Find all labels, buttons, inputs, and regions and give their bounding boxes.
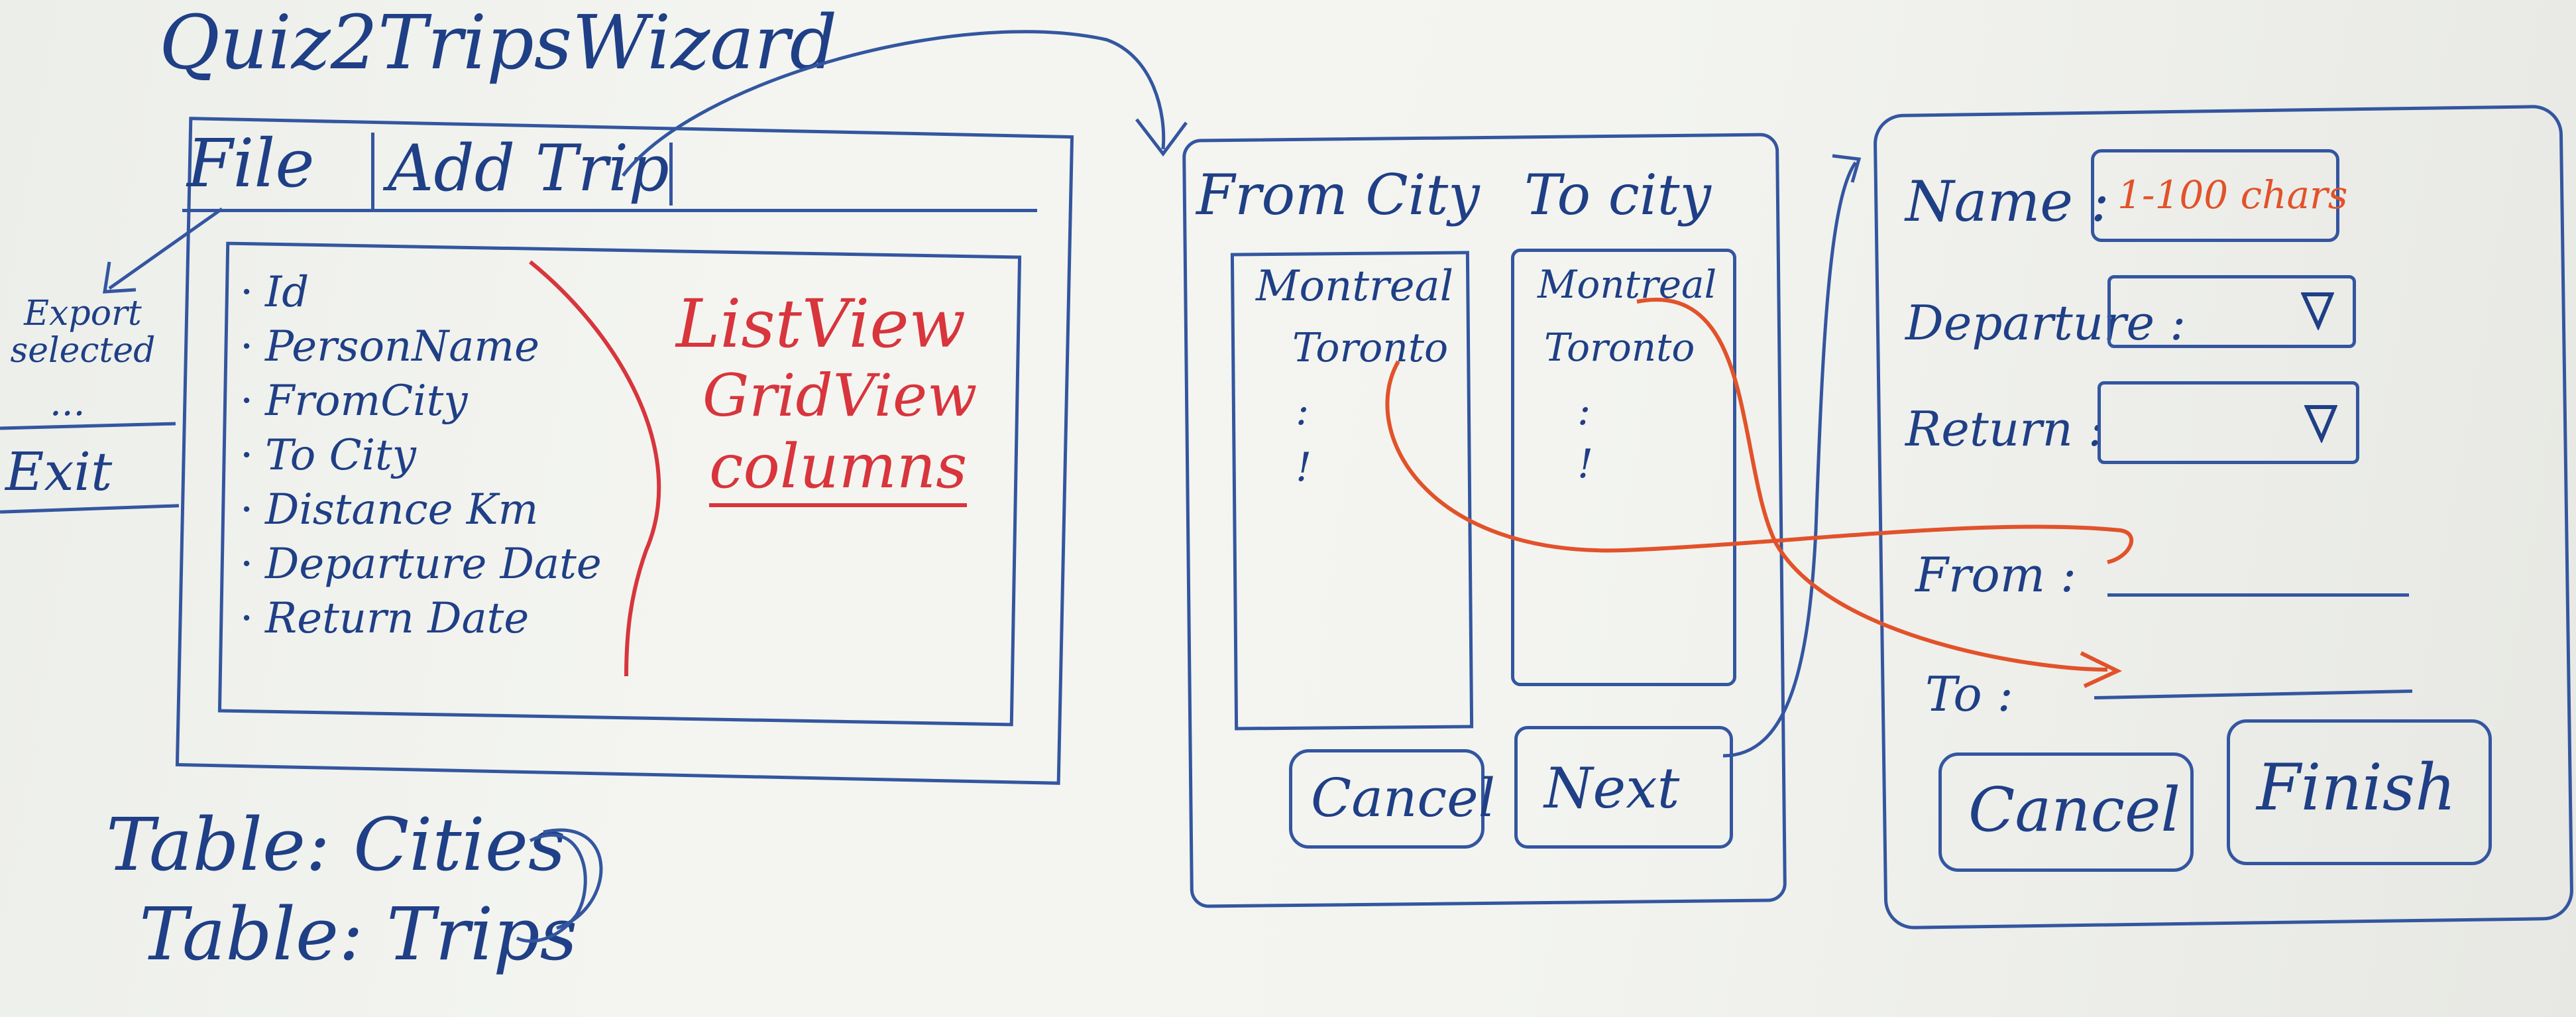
from-city-item[interactable]: Toronto (1292, 325, 1449, 371)
menu-exit[interactable]: Exit (5, 441, 113, 503)
next-button[interactable]: Next (1514, 726, 1733, 849)
return-label: Return : (1905, 401, 2105, 457)
dropdown-triangle-icon (2304, 405, 2337, 443)
arrowhead-icon (1135, 118, 1188, 157)
field-item: To City (240, 428, 602, 483)
field-item: FromCity (240, 374, 602, 428)
menu-separator-bottom (0, 504, 180, 514)
arrowhead-icon (1832, 154, 1862, 183)
from-city-list[interactable] (1230, 251, 1474, 731)
name-label: Name : (1905, 169, 2109, 234)
menu-bar (182, 126, 1037, 212)
finish-label: Finish (2257, 750, 2456, 825)
menu-end-divider (669, 143, 673, 206)
cancel-label: Cancel (1968, 774, 2180, 845)
annotation-columns: columns (709, 431, 968, 507)
table-cities-label: Table: Cities (106, 802, 566, 887)
dropdown-triangle-icon (2301, 292, 2334, 330)
menu-export-selected[interactable]: Export selected (10, 294, 156, 371)
finish-button[interactable]: Finish (2227, 719, 2492, 865)
to-city-item[interactable]: Montreal (1538, 262, 1717, 307)
name-input[interactable]: 1-100 chars (2091, 149, 2348, 242)
field-item: PersonName (240, 320, 602, 374)
field-item: Departure Date (240, 537, 602, 591)
from-city-item[interactable]: Montreal (1256, 262, 1454, 311)
to-label: To : (1925, 666, 2013, 722)
page-title: Quiz2TripsWizard (159, 0, 838, 86)
menu-file[interactable]: File (187, 125, 315, 202)
field-item: Id (240, 265, 602, 320)
departure-dropdown[interactable] (2107, 275, 2356, 348)
cancel-button-step1[interactable]: Cancel (1289, 749, 1495, 849)
from-city-header: From City (1196, 162, 1480, 227)
to-city-item: : (1577, 388, 1591, 434)
cancel-button-step2[interactable]: Cancel (1938, 752, 2194, 872)
arrowhead-icon (103, 261, 137, 294)
from-city-item: : (1296, 388, 1310, 434)
table-trips-label: Table: Trips (139, 892, 578, 977)
annotation-listview: ListView (676, 285, 966, 363)
menu-divider (371, 133, 374, 212)
return-dropdown[interactable] (2098, 381, 2359, 464)
annotation-gridview: GridView (702, 361, 978, 430)
field-list: Id PersonName FromCity To City Distance … (240, 265, 602, 646)
menu-separator (0, 422, 176, 430)
menu-add-trip[interactable]: Add Trip (388, 131, 669, 206)
from-label: From : (1915, 547, 2077, 603)
field-item: Return Date (240, 591, 602, 646)
to-city-header: To city (1524, 162, 1711, 227)
to-city-item: ! (1577, 441, 1594, 487)
from-city-item: ! (1296, 444, 1312, 491)
field-item: Distance Km (240, 483, 602, 537)
to-city-list[interactable] (1511, 249, 1736, 686)
next-label: Next (1544, 756, 1680, 821)
to-city-item[interactable]: Toronto (1544, 325, 1695, 370)
menu-ellipsis: ... (50, 381, 85, 424)
name-hint: 1-100 chars (2117, 172, 2348, 217)
cancel-label: Cancel (1311, 767, 1496, 829)
from-field (2107, 593, 2409, 597)
